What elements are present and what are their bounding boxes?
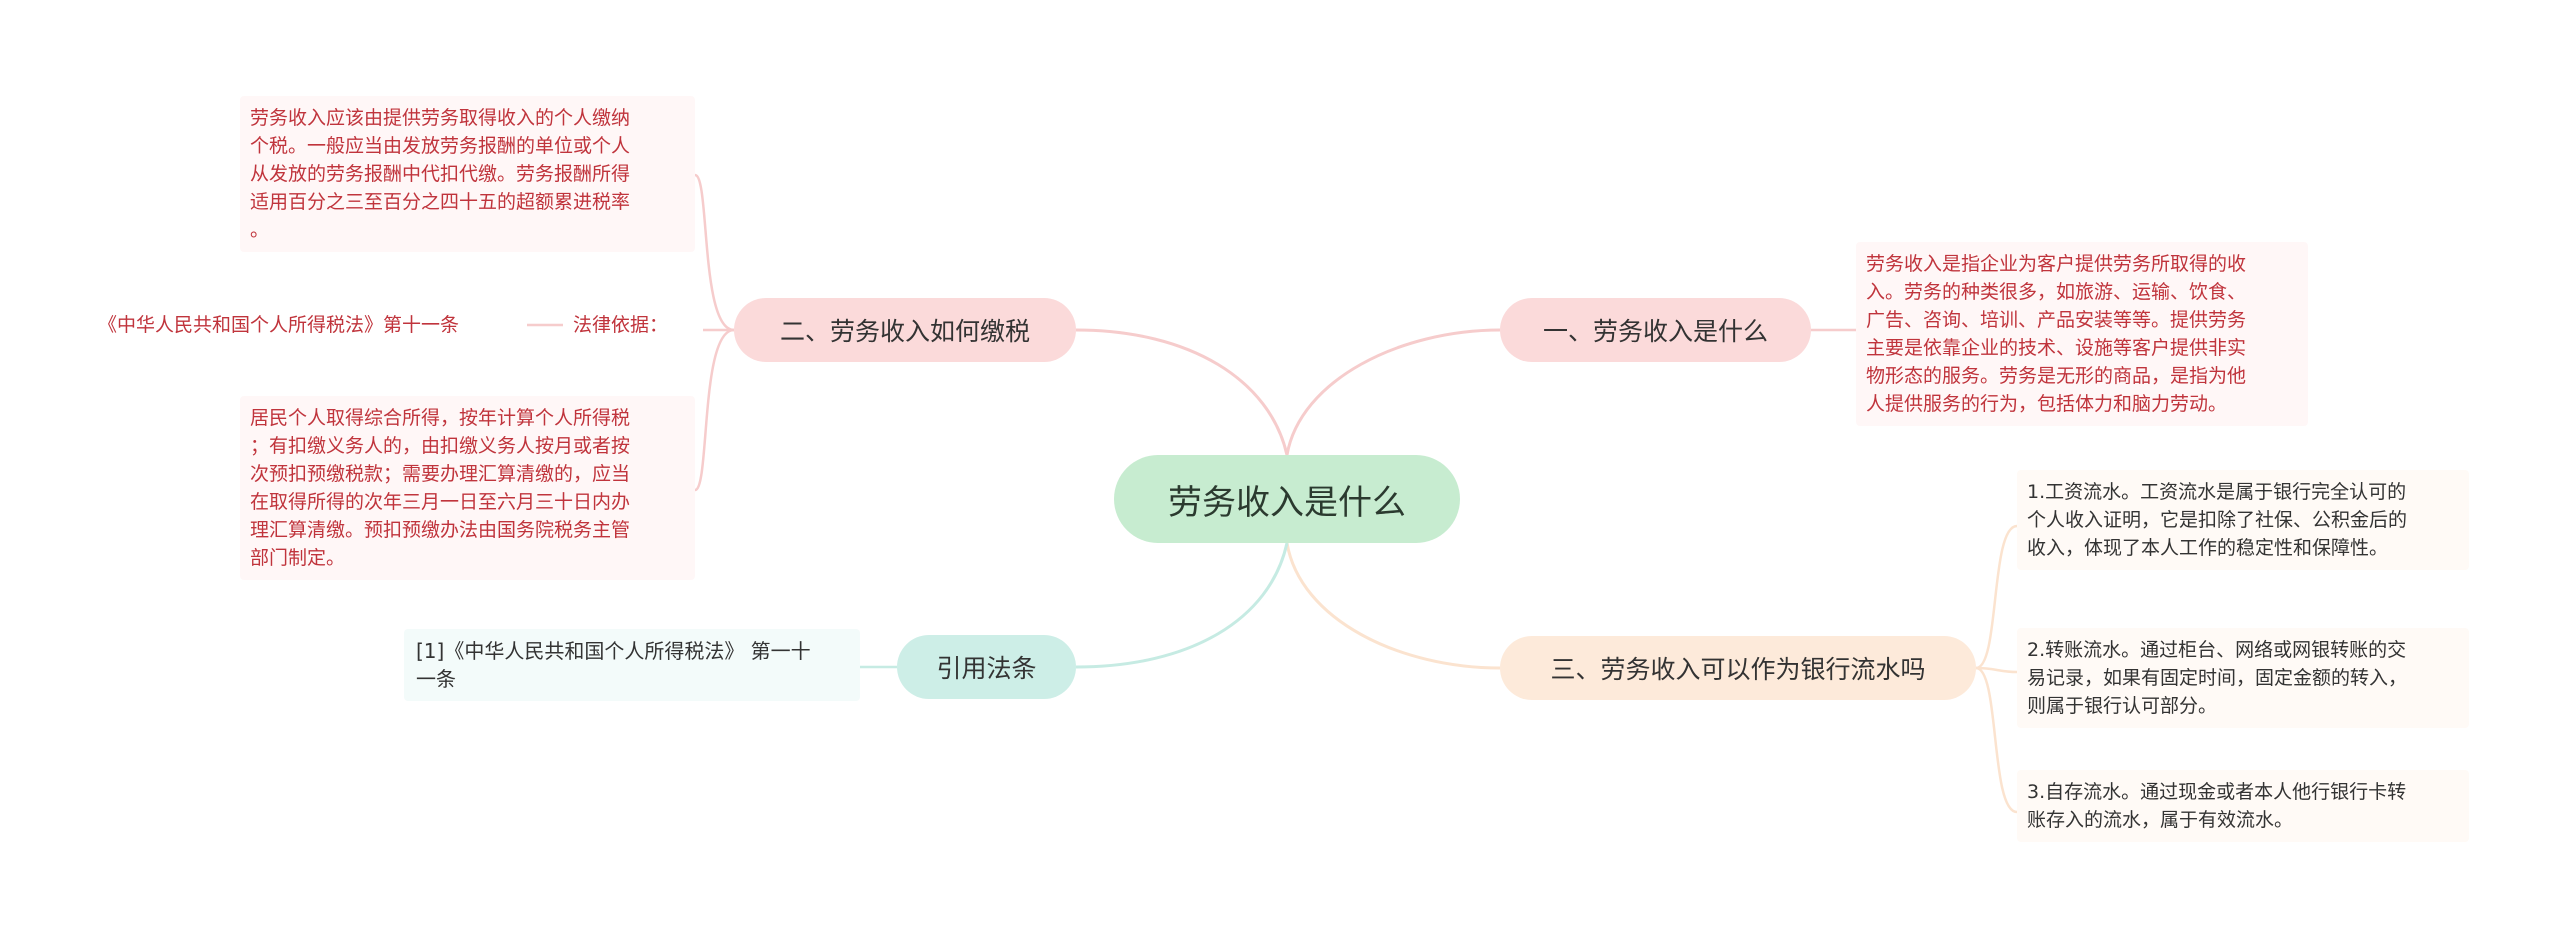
branch-how-to-pay-tax[interactable]: 二、劳务收入如何缴税 [734, 298, 1076, 362]
connector-root-tax [1075, 328, 1289, 456]
bank-item-transfer: 2.转账流水。通过柜台、网络或网银转账的交 易记录，如果有固定时间，固定金额的转… [2017, 628, 2469, 728]
branch-bank-statement[interactable]: 三、劳务收入可以作为银行流水吗 [1500, 636, 1976, 700]
branch-what-is-labor-income[interactable]: 一、劳务收入是什么 [1500, 298, 1811, 362]
tax-legal-basis-source: 《中华人民共和国个人所得税法》第十一条 [98, 314, 460, 336]
connector-bank-item1 [1975, 524, 2018, 670]
tax-legal-basis-label: 法律依据： [573, 314, 669, 336]
connector-tax-detail2 [693, 328, 735, 492]
bank-item-salary: 1.工资流水。工资流水是属于银行完全认可的 个人收入证明，它是扣除了社保、公积金… [2017, 470, 2469, 570]
bank-item-self-deposit: 3.自存流水。通过现金或者本人他行银行卡转 账存入的流水，属于有效流水。 [2017, 770, 2469, 842]
tax-detail-payer-text: 劳务收入应该由提供劳务取得收入的个人缴纳 个税。一般应当由发放劳务报酬的单位或个… [240, 96, 695, 252]
connector-root-what [1285, 328, 1501, 456]
what-detail-text: 劳务收入是指企业为客户提供劳务所取得的收 入。劳务的种类很多，如旅游、运输、饮食… [1856, 242, 2308, 426]
connector-bank-item3 [1975, 666, 2018, 814]
connector-root-cite [1075, 542, 1289, 669]
tax-detail-resident-text: 居民个人取得综合所得，按年计算个人所得税 ；有扣缴义务人的，由扣缴义务人按月或者… [240, 396, 695, 580]
connector-bank-item2 [1975, 666, 2018, 674]
connector-tax-detail1 [694, 173, 735, 332]
connector-root-bank [1285, 542, 1501, 670]
branch-cited-law[interactable]: 引用法条 [897, 635, 1076, 699]
root-node[interactable]: 劳务收入是什么 [1114, 455, 1460, 543]
cited-law-detail: [1]《中华人民共和国个人所得税法》 第一十 一条 [404, 629, 860, 701]
